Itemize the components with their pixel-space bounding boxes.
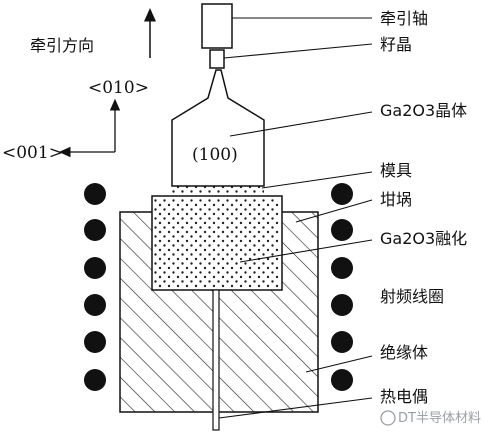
label-die: 模具 — [380, 161, 412, 180]
die — [172, 184, 264, 194]
rf-coil-turn — [331, 369, 353, 391]
crystal-face-label: (100) — [192, 145, 238, 165]
rf-coil-turn — [331, 219, 353, 241]
rf-coil-turn — [331, 257, 353, 279]
axis-010-label: <010> — [88, 78, 149, 98]
leader-die — [261, 171, 373, 189]
rf-coil-left — [84, 183, 106, 391]
rf-coil-turn — [84, 331, 106, 353]
label-crucible: 坩埚 — [380, 190, 412, 209]
rf-coil-turn — [84, 369, 106, 391]
label-thermocouple: 热电偶 — [380, 387, 428, 406]
leader-insulation — [305, 355, 373, 373]
leader-seed — [223, 43, 373, 59]
leader-crucible — [295, 199, 373, 223]
watermark-icon — [380, 410, 396, 426]
rf-coil-turn — [84, 257, 106, 279]
label-pull-rod: 牵引轴 — [380, 9, 428, 28]
rf-coil-turn — [331, 183, 353, 205]
melt-region — [154, 198, 280, 288]
label-crystal: Ga2O3晶体 — [380, 101, 467, 120]
rf-coil-turn — [84, 183, 106, 205]
rf-coil-turn — [84, 294, 106, 316]
seed-crystal — [209, 49, 225, 69]
pull-direction-label: 牵引方向 — [30, 36, 94, 55]
axis-001-label: <001> — [2, 143, 63, 163]
rf-coil-right — [331, 183, 353, 391]
rf-coil-turn — [84, 219, 106, 241]
label-rf-coil: 射频线圈 — [380, 287, 444, 306]
ga2o3-crystal — [171, 69, 265, 187]
rf-coil-turn — [331, 331, 353, 353]
leader-crystal — [229, 111, 373, 137]
pull-rod — [201, 3, 233, 49]
leader-thermocouple — [218, 397, 373, 419]
rf-coil-turn — [331, 294, 353, 316]
label-insulation: 绝缘体 — [380, 343, 428, 362]
thermocouple — [212, 289, 220, 431]
watermark-text: DT半导体材料 — [398, 411, 481, 426]
leader-melt — [239, 239, 373, 263]
label-melt: Ga2O3融化 — [380, 229, 467, 248]
label-seed: 籽晶 — [380, 35, 412, 54]
